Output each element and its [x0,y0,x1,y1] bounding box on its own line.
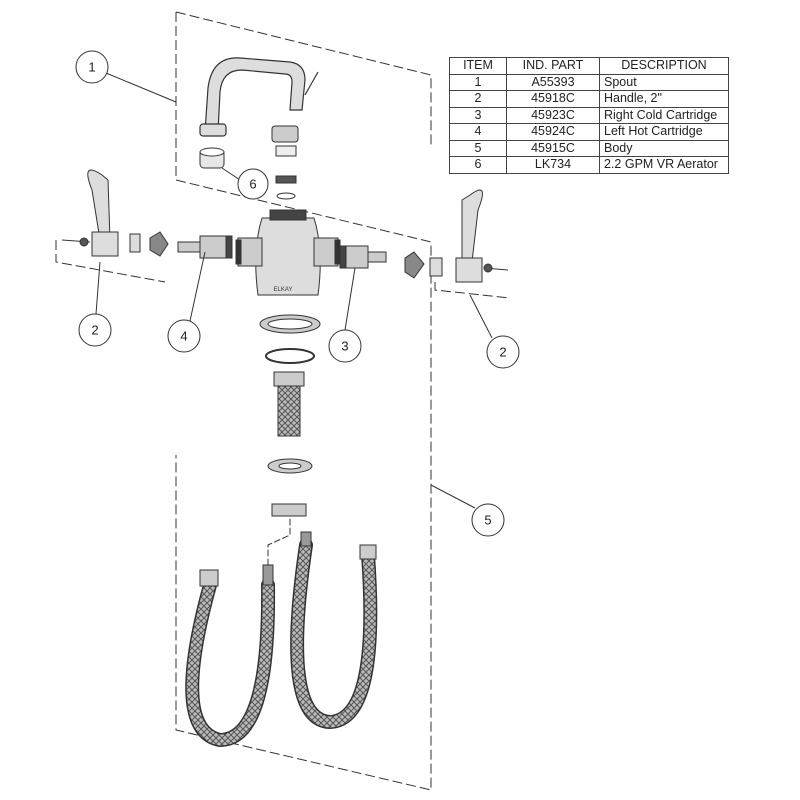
cell-item: 3 [449,106,507,124]
cell-description: Spout [599,73,729,91]
callout-2-right: 2 [486,335,520,369]
svg-text:2: 2 [499,345,506,360]
cell-part: LK734 [506,156,600,174]
callout-1: 1 [75,50,109,84]
svg-text:6: 6 [249,177,256,192]
header-description: DESCRIPTION [599,57,729,75]
cell-description: Handle, 2" [599,90,729,108]
svg-text:3: 3 [341,339,348,354]
callout-3: 3 [328,329,362,363]
right-handle-assembly [404,189,509,283]
cell-item: 6 [449,156,507,174]
right-cartridge [339,245,387,269]
cell-part: 45923C [506,106,600,124]
header-part: IND. PART [506,57,600,75]
callout-6: 6 [237,168,269,200]
callout-4: 4 [167,319,201,353]
cell-part: A55393 [506,73,600,91]
left-handle-assembly [61,169,169,257]
body-logo: ELKAY [274,287,293,293]
cell-description: Body [599,139,729,157]
svg-text:5: 5 [484,513,491,528]
faucet-body: ELKAY [235,209,341,296]
cell-item: 4 [449,123,507,141]
callout-5: 5 [471,503,505,537]
cell-description: Left Hot Cartridge [599,123,729,141]
aerator [199,147,225,169]
svg-text:1: 1 [88,60,95,75]
assembly-boundary [55,11,511,791]
svg-text:2: 2 [91,323,98,338]
cell-part: 45924C [506,123,600,141]
leader-lines [95,72,493,509]
callout-2-left: 2 [78,313,112,347]
gasket-stack [259,314,321,517]
cell-item: 5 [449,139,507,157]
cell-item: 1 [449,73,507,91]
svg-text:4: 4 [180,329,187,344]
spout [199,57,319,137]
supply-hoses [185,515,378,748]
spout-nut-stack [271,125,299,200]
cell-part: 45915C [506,139,600,157]
cell-description: 2.2 GPM VR Aerator [599,156,729,174]
cell-description: Right Cold Cartridge [599,106,729,124]
cell-item: 2 [449,90,507,108]
table-header-row: ITEM IND. PART DESCRIPTION [449,57,729,75]
header-item: ITEM [449,57,507,75]
left-cartridge [177,235,233,259]
cell-part: 45918C [506,90,600,108]
